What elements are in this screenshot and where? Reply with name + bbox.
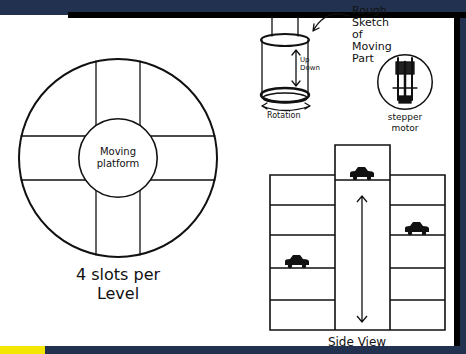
- moving-platform-circle: Moving platform: [78, 118, 158, 198]
- car-body: [285, 255, 309, 265]
- node-label: 4 slots per Level: [63, 265, 173, 303]
- platform-disc: [263, 93, 307, 103]
- cylinder-top: [261, 34, 309, 46]
- node-label: Side View: [307, 335, 407, 349]
- guide-rod: [411, 58, 413, 100]
- side-view-building: Side View: [270, 145, 445, 330]
- moving-part-sketch: [261, 14, 349, 111]
- up-down-arrow: [292, 50, 300, 86]
- stepper-motor: [399, 96, 411, 103]
- motion-label: Rotation: [267, 111, 311, 120]
- car: [405, 222, 429, 235]
- floor-line: [270, 204, 335, 205]
- level-plan-circle: [19, 59, 217, 257]
- cars: [285, 167, 429, 268]
- rotation-arrow: [262, 103, 310, 111]
- callout-arrow: [313, 14, 349, 31]
- car-wheel: [367, 176, 371, 180]
- side-view-building-outline: [270, 145, 445, 330]
- lead-screw: [404, 62, 407, 96]
- floor-line: [270, 299, 335, 300]
- floor-line: [390, 234, 445, 235]
- stepper-sketch: [393, 58, 417, 103]
- sketch-note: Rough Sketch of Moving Part: [352, 5, 402, 65]
- highlight-tab: [0, 346, 45, 354]
- floor-line: [390, 204, 445, 205]
- node-label: stepper motor: [380, 112, 430, 134]
- car-wheel: [422, 231, 426, 235]
- car-body: [350, 167, 374, 177]
- car-wheel: [408, 231, 412, 235]
- detail-circle: stepper motor: [377, 54, 433, 110]
- floor-line: [390, 299, 445, 300]
- moving-platform-circle: [79, 119, 157, 197]
- car-body: [405, 222, 429, 232]
- floor-line: [270, 234, 335, 235]
- platform-line: [335, 179, 390, 180]
- car: [350, 167, 374, 180]
- car-wheel: [288, 264, 292, 268]
- car-wheel: [353, 176, 357, 180]
- level-plan-circle: 4 slots per LevelMoving platform: [18, 58, 218, 258]
- board-border: [68, 12, 466, 18]
- plate: [393, 87, 417, 88]
- motion-label: Up Down: [300, 56, 324, 72]
- slot-dividers: [21, 61, 215, 255]
- floor-line: [390, 267, 445, 268]
- car-wheel: [302, 264, 306, 268]
- side-view-building: [270, 145, 445, 330]
- detail-circle-outline: [377, 54, 433, 110]
- detail-circle: [378, 55, 433, 110]
- shaft-line: [297, 17, 298, 36]
- car: [285, 255, 309, 268]
- guide-rod: [397, 58, 399, 100]
- platform-disc: [261, 88, 309, 102]
- floor-lines: [270, 180, 445, 322]
- shaft-line: [271, 17, 272, 36]
- lift-arrow: [357, 196, 367, 322]
- whiteboard: [0, 15, 456, 346]
- board-border: [454, 15, 460, 346]
- cylinder-side: [261, 40, 262, 95]
- node-label: Moving platform: [86, 146, 150, 170]
